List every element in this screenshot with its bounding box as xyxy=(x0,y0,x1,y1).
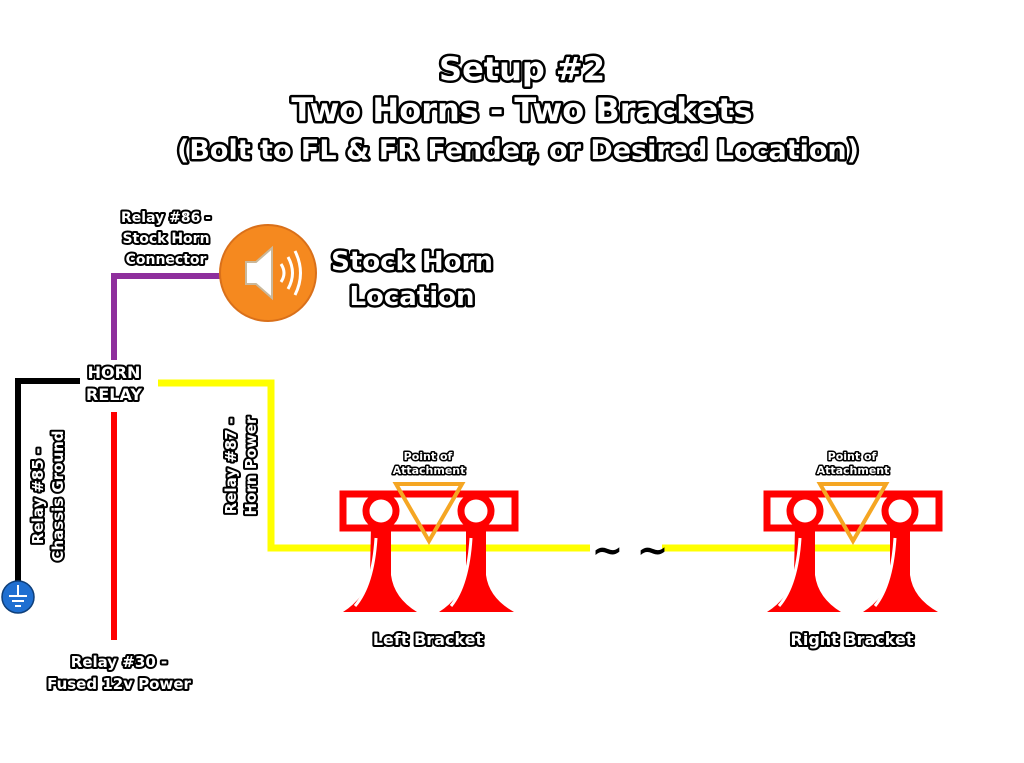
relay-86-label-3: Connector xyxy=(126,252,207,268)
wire-87 xyxy=(158,379,590,552)
relay-87-label-1: Relay #87 - xyxy=(222,418,240,514)
relay-30-label-2: Fused 12v Power xyxy=(47,675,191,693)
ground-icon xyxy=(1,580,35,614)
right-bracket-attach-1: Point of xyxy=(828,450,877,463)
relay-86-label-2: Stock Horn xyxy=(122,231,209,247)
relay-label-line-1: HORN xyxy=(88,363,141,382)
relay-85-label-2: Chassis Ground xyxy=(49,430,67,561)
relay-30-label-1: Relay #30 - xyxy=(71,653,167,671)
left-bracket-attach-1: Point of xyxy=(404,450,453,463)
title-line-2: Two Horns - Two Brackets xyxy=(291,91,752,129)
break-symbol: ~ ~ xyxy=(592,528,669,572)
right-bracket xyxy=(763,482,943,612)
left-bracket-label: Left Bracket xyxy=(373,630,484,649)
title-line-1: Setup #2 xyxy=(439,50,605,88)
left-bracket-attach-2: Attachment xyxy=(393,464,466,477)
stock-horn-label-1: Stock Horn xyxy=(331,247,493,277)
right-bracket-label: Right Bracket xyxy=(791,630,914,649)
stock-horn-label-2: Location xyxy=(349,282,474,312)
right-bracket-attach-2: Attachment xyxy=(817,464,890,477)
relay-label-line-2: RELAY xyxy=(86,385,142,404)
speaker-icon xyxy=(219,224,317,322)
wire-85 xyxy=(15,378,80,582)
relay-85-label-1: Relay #85 - xyxy=(29,448,47,544)
relay-87-label-2: Horn Power xyxy=(242,416,260,515)
wire-86 xyxy=(111,273,222,360)
left-bracket xyxy=(339,482,519,612)
title-line-3: (Bolt to FL & FR Fender, or Desired Loca… xyxy=(177,135,859,166)
relay-86-label-1: Relay #86 - xyxy=(121,210,211,226)
